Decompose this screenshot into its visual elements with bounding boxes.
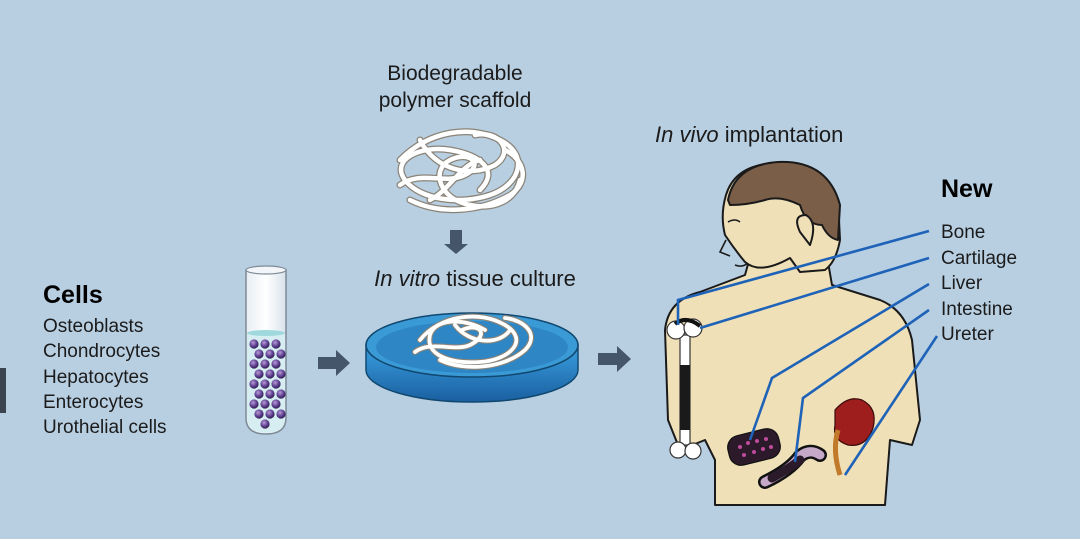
in-vitro-label: In vitro tissue culture (330, 266, 620, 292)
arrow-right-2-icon (598, 346, 631, 372)
test-tube (245, 265, 287, 435)
tube-cell (249, 399, 259, 409)
cells-item-chondrocytes: Chondrocytes (43, 341, 161, 363)
connector-intestine (793, 308, 930, 463)
tube-cell (271, 339, 281, 349)
new-item-bone: Bone (941, 222, 986, 243)
left-edge-bar (0, 368, 6, 413)
human-figure (664, 160, 921, 506)
in-vivo-italic: In vivo (655, 122, 719, 147)
new-tissue-heading: New (941, 175, 993, 203)
ureter-implant (832, 398, 875, 476)
tube-cell (260, 359, 270, 369)
in-vitro-italic: In vitro (374, 266, 441, 291)
cells-item-urothelial: Urothelial cells (43, 417, 167, 439)
tube-cell (260, 339, 270, 349)
tube-cell (265, 389, 275, 399)
cells-item-enterocytes: Enterocytes (43, 391, 144, 413)
tube-cell (265, 349, 275, 359)
tube-cell (271, 399, 281, 409)
scaffold-label-line1: Biodegradable (387, 62, 523, 85)
liver-implant (727, 428, 781, 466)
tube-cell (260, 399, 270, 409)
tube-cell (254, 369, 264, 379)
new-tissue-list: Bone Cartilage Liver Intestine Ureter (941, 220, 1017, 348)
tube-cell (276, 409, 286, 419)
connector-cartilage (699, 256, 930, 330)
cells-list: Osteoblasts Chondrocytes Hepatocytes Ent… (43, 314, 167, 440)
tube-cell (260, 379, 270, 389)
tube-cells (249, 339, 286, 429)
in-vitro-rest: tissue culture (440, 266, 576, 291)
tube-cell (271, 359, 281, 369)
tube-cell (254, 349, 264, 359)
connector-bone (676, 229, 930, 325)
tube-cell (276, 389, 286, 399)
ear (796, 214, 815, 246)
bone-implant (666, 318, 703, 460)
cells-item-osteoblasts: Osteoblasts (43, 316, 144, 337)
tube-cell (265, 409, 275, 419)
in-vivo-rest: implantation (718, 122, 844, 147)
tube-cell (260, 419, 270, 429)
scaffold-label: Biodegradable polymer scaffold (330, 60, 580, 114)
tube-cell (249, 359, 259, 369)
tube-cell (265, 369, 275, 379)
petri-dish (365, 312, 579, 403)
tube-cell (249, 379, 259, 389)
new-item-intestine: Intestine (941, 298, 1013, 320)
face-details (718, 219, 749, 267)
polymer-scaffold (396, 128, 527, 214)
arrow-down-icon (444, 230, 468, 254)
tube-cell (254, 409, 264, 419)
tube-cell (271, 379, 281, 389)
tube-cell (276, 369, 286, 379)
connector-lines (676, 229, 939, 476)
connector-liver (748, 282, 930, 441)
new-item-liver: Liver (941, 273, 983, 294)
cells-heading: Cells (43, 281, 103, 309)
tube-cell (249, 339, 259, 349)
new-item-ureter: Ureter (941, 324, 994, 345)
intestine-implant (758, 444, 827, 489)
tube-cell (276, 349, 286, 359)
new-item-cartilage: Cartilage (941, 247, 1018, 269)
scaffold-label-line2: polymer scaffold (378, 89, 532, 112)
tube-cell (254, 389, 264, 399)
cells-item-hepatocytes: Hepatocytes (43, 366, 149, 388)
arrow-right-1-icon (318, 350, 350, 376)
connector-ureter (843, 335, 939, 476)
in-vivo-label: In vivo implantation (655, 122, 843, 148)
